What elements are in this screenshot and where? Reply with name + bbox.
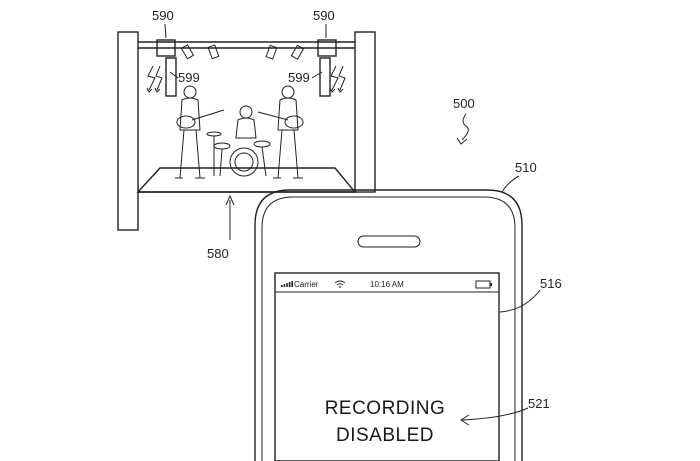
- leader-510: [501, 175, 520, 193]
- stage-left-pillar: [117, 31, 139, 231]
- light-fixture-left: [156, 39, 176, 57]
- signal-bars-icon: [281, 281, 293, 287]
- label-590-left: 590: [152, 8, 174, 23]
- stage-scene: [117, 31, 376, 240]
- label-599-left: 599: [178, 70, 200, 85]
- status-carrier: Carrier: [294, 280, 319, 289]
- mobile-device: Carrier 10:16 AM RECORDING DISABLED: [254, 189, 523, 461]
- label-521: 521: [528, 396, 550, 411]
- label-510: 510: [515, 160, 537, 175]
- leader-516: [499, 289, 541, 313]
- stage-floor: [136, 167, 357, 193]
- leader-521: [461, 407, 529, 421]
- spotlights: [180, 44, 305, 60]
- speaker-right: [319, 57, 331, 97]
- label-590-right: 590: [313, 8, 335, 23]
- recording-message-line1: RECORDING: [325, 398, 446, 419]
- wifi-icon: [334, 280, 346, 288]
- speaker-left: [165, 57, 177, 97]
- drummer: [206, 105, 271, 177]
- beam-left-icon: [146, 65, 163, 93]
- phone-screen: [274, 272, 500, 461]
- label-500: 500: [453, 96, 475, 111]
- label-580: 580: [207, 246, 229, 261]
- speaker-slot: [357, 235, 421, 248]
- stage-right-pillar: [354, 31, 376, 193]
- leader-500: [461, 113, 469, 141]
- beam-right-icon: [329, 65, 346, 93]
- light-fixture-right: [317, 39, 337, 57]
- right-guitarist: [257, 85, 304, 179]
- recording-message-line2: DISABLED: [336, 425, 434, 446]
- battery-icon: [475, 280, 492, 289]
- label-516: 516: [540, 276, 562, 291]
- left-guitarist: [175, 85, 225, 179]
- label-599-right: 599: [288, 70, 310, 85]
- status-time: 10:16 AM: [370, 280, 404, 289]
